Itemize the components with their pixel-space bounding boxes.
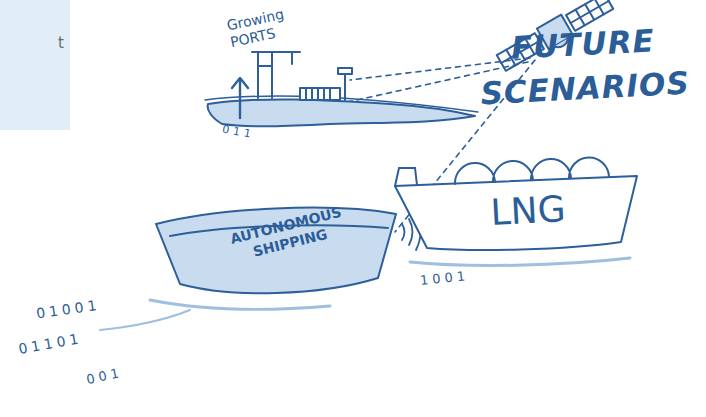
binary-digits: 1001 bbox=[419, 267, 480, 289]
growth-arrow bbox=[232, 78, 248, 118]
port-land bbox=[208, 99, 475, 126]
water bbox=[150, 300, 330, 309]
binary-digits: 01101 bbox=[17, 327, 99, 358]
port-land bbox=[205, 96, 478, 112]
crane bbox=[252, 52, 300, 98]
port-label: Growing PORTS bbox=[225, 3, 302, 51]
warehouse bbox=[306, 88, 330, 100]
tower bbox=[338, 68, 352, 100]
side-panel: t bbox=[0, 0, 70, 130]
node-text: t bbox=[58, 34, 70, 53]
water bbox=[100, 310, 190, 330]
binary-digits: 001 bbox=[85, 360, 147, 388]
node-text: LNG bbox=[472, 185, 584, 236]
binary-digits: 01001 bbox=[35, 295, 117, 323]
warehouse bbox=[300, 88, 340, 100]
autonomous-ship: AUTONOMOUS SHIPPING bbox=[150, 196, 400, 306]
hull-detail bbox=[395, 157, 609, 186]
hull bbox=[395, 176, 637, 250]
water bbox=[410, 258, 630, 265]
title: FUTURE SCENARIOS bbox=[464, 16, 704, 116]
lng-tanker: LNG bbox=[385, 128, 645, 256]
